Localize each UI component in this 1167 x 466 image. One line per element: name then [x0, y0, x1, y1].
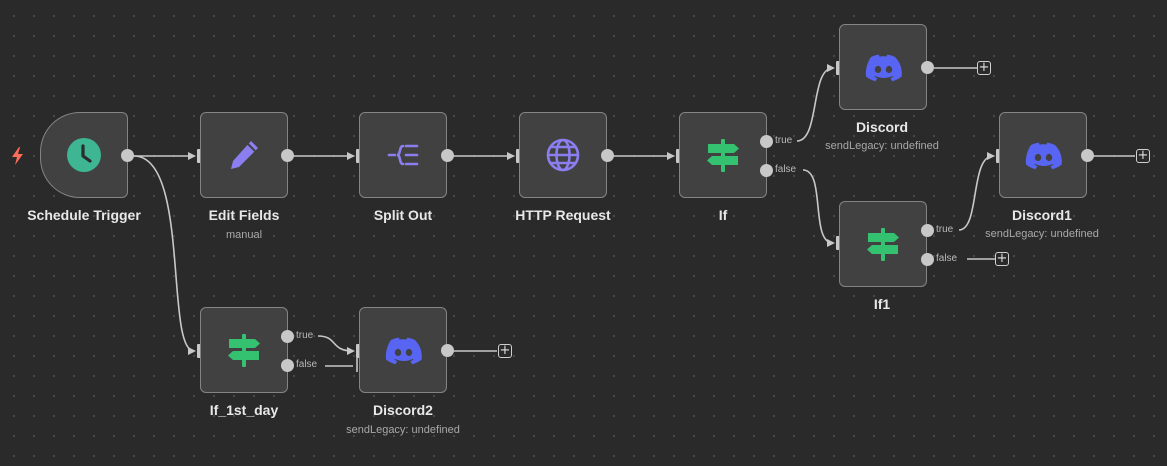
node-if[interactable]: [679, 112, 767, 198]
http-request-label: HTTP Request: [515, 207, 611, 223]
split-out-output-handle[interactable]: [441, 149, 454, 162]
if1-true-handle[interactable]: [921, 224, 934, 237]
node-discord2[interactable]: [359, 307, 447, 393]
discord-icon: [1021, 133, 1065, 177]
discord-output-handle[interactable]: [921, 61, 934, 74]
globe-icon: [541, 133, 585, 177]
http-request-output-handle[interactable]: [601, 149, 614, 162]
node-discord1[interactable]: [999, 112, 1087, 198]
node-if1[interactable]: [839, 201, 927, 287]
discord2-input-handle[interactable]: [356, 344, 361, 358]
if-true-label: true: [775, 135, 793, 146]
if1-label: If1: [873, 296, 891, 312]
if-false-label: false: [775, 164, 797, 175]
if1-input-handle[interactable]: [836, 236, 841, 250]
if-false-handle[interactable]: [760, 164, 773, 177]
discord2-add-button[interactable]: +: [498, 343, 512, 358]
edit-fields-input-handle[interactable]: [197, 149, 202, 163]
discord1-input-handle[interactable]: [996, 149, 1001, 163]
discord-icon: [861, 45, 905, 89]
discord1-sublabel: sendLegacy: undefined: [985, 228, 1099, 240]
discord-input-handle[interactable]: [836, 61, 841, 75]
discord2-sublabel: sendLegacy: undefined: [346, 424, 460, 436]
if-1st-day-input-handle[interactable]: [197, 344, 202, 358]
if1-false-label: false: [936, 253, 958, 264]
discord1-output-handle[interactable]: [1081, 149, 1094, 162]
node-discord[interactable]: [839, 24, 927, 110]
discord1-label: Discord1: [1012, 207, 1072, 223]
discord-icon: [381, 328, 425, 372]
discord-add-button[interactable]: +: [977, 60, 991, 75]
discord-label: Discord: [855, 119, 909, 135]
node-schedule-trigger[interactable]: [40, 112, 128, 198]
edit-fields-label: Edit Fields: [208, 207, 280, 223]
if-true-handle[interactable]: [760, 135, 773, 148]
if-1st-day-true-handle[interactable]: [281, 330, 294, 343]
signpost-icon: [701, 133, 745, 177]
discord2-label: Discord2: [373, 402, 433, 418]
if-label: If: [718, 207, 728, 223]
trigger-bolt-icon: [12, 147, 23, 165]
edge-if-false-if1: [802, 169, 835, 247]
node-http-request[interactable]: [519, 112, 607, 198]
signpost-icon: [861, 222, 905, 266]
schedule-trigger-output-handle[interactable]: [121, 149, 134, 162]
node-edit-fields[interactable]: [200, 112, 288, 198]
if1-false-handle[interactable]: [921, 253, 934, 266]
pencil-icon: [222, 133, 266, 177]
schedule-trigger-label: Schedule Trigger: [27, 207, 141, 223]
split-icon: [381, 133, 425, 177]
discord2-output-handle[interactable]: [441, 344, 454, 357]
edge-if-true-discord: [796, 64, 835, 142]
discord1-add-button[interactable]: +: [1136, 148, 1150, 163]
edge-if1stday-true-discord2: [317, 335, 355, 355]
if-1st-day-true-label: true: [296, 330, 314, 341]
if1-false-add-button[interactable]: +: [995, 251, 1009, 266]
edit-fields-output-handle[interactable]: [281, 149, 294, 162]
node-split-out[interactable]: [359, 112, 447, 198]
node-if-1st-day[interactable]: [200, 307, 288, 393]
if-1st-day-label: If_1st_day: [209, 402, 279, 418]
if1-true-label: true: [936, 224, 954, 235]
edge-schedule-if1stday: [133, 155, 196, 355]
if-input-handle[interactable]: [676, 149, 681, 163]
http-request-input-handle[interactable]: [516, 149, 521, 163]
signpost-icon: [222, 328, 266, 372]
clock-icon: [62, 133, 106, 177]
split-out-input-handle[interactable]: [356, 149, 361, 163]
edit-fields-sublabel: manual: [225, 229, 263, 241]
if-1st-day-false-handle[interactable]: [281, 359, 294, 372]
if-1st-day-false-label: false: [296, 359, 318, 370]
split-out-label: Split Out: [373, 207, 433, 223]
edge-if1-true-discord1: [958, 152, 995, 231]
discord-sublabel: sendLegacy: undefined: [825, 140, 939, 152]
